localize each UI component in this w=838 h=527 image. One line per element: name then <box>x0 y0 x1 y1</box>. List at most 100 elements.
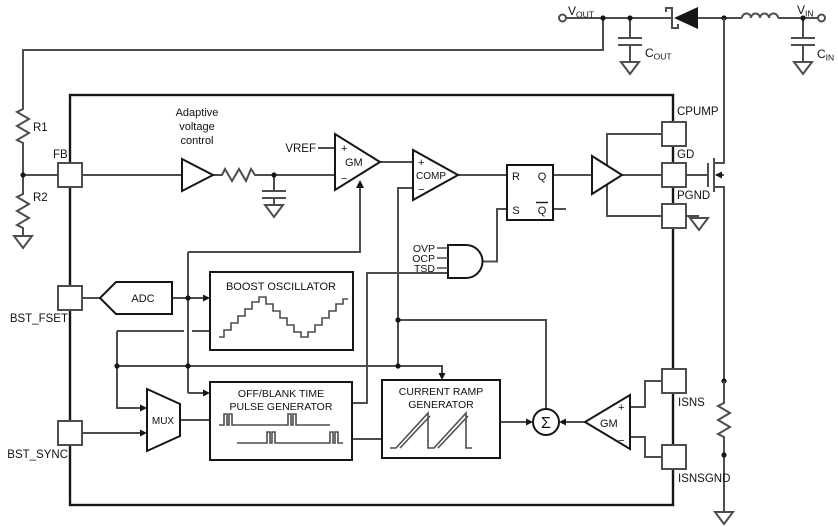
cpump-rail-wire <box>606 133 662 166</box>
divider-ground-icon <box>12 235 34 250</box>
bst-fset-pin <box>57 285 83 311</box>
cout-ground-icon <box>619 61 641 76</box>
arrow-into-pulse <box>203 389 210 397</box>
junction-dot <box>185 295 191 301</box>
mosfet-source-wire <box>714 174 725 381</box>
cin-ground-icon <box>792 61 814 76</box>
comp-minus: − <box>418 184 424 196</box>
filter-resistor-icon <box>218 166 258 184</box>
vin-terminal <box>817 13 826 23</box>
arrow-into-gm <box>356 180 364 188</box>
feedback-divider <box>12 104 58 250</box>
boost-oscillator-block <box>209 271 354 351</box>
pulse-label-1: OFF/BLANK TIME <box>238 388 324 400</box>
oscillator-label: BOOST OSCILLATOR <box>226 281 336 293</box>
junction-dot <box>721 452 727 458</box>
output-rail <box>22 7 826 104</box>
vout-label: VOUT <box>568 4 594 20</box>
buffer-amp-icon <box>181 157 216 193</box>
diode-icon <box>674 7 698 29</box>
pulse-label-2: PULSE GENERATOR <box>230 401 333 413</box>
junction-dot <box>800 15 806 21</box>
rs-latch <box>506 164 554 221</box>
cpump-pin-label: CPUMP <box>677 106 719 118</box>
ramp-label-1: CURRENT RAMP <box>399 386 483 398</box>
filter-ground-icon <box>263 204 285 219</box>
filter-capacitor-icon <box>262 175 286 205</box>
and-to-s-wire <box>483 208 507 263</box>
sum-out-wire <box>398 319 547 409</box>
isnsgnd-sense-wire <box>630 436 662 458</box>
gm2-plus: + <box>618 402 624 414</box>
sense-resistor-icon <box>715 400 732 440</box>
gm2-minus: − <box>618 435 624 447</box>
arrow-into-sum-left <box>526 418 533 426</box>
latch-r-label: R <box>512 171 520 183</box>
r2-label: R2 <box>33 192 48 204</box>
ocp-label: OCP <box>412 253 435 265</box>
comp-comparator-icon <box>412 148 461 202</box>
fb-pin <box>57 162 83 188</box>
feedback-wire <box>22 18 604 104</box>
gm2-label: GM <box>600 418 618 430</box>
junction-dot <box>600 15 606 21</box>
tsd-label: TSD <box>414 263 435 275</box>
r1-resistor-icon <box>14 104 31 147</box>
adaptive-label-3: control <box>180 135 213 147</box>
mux-block <box>146 387 181 453</box>
arrow-into-sum-right <box>559 418 566 426</box>
fb-pin-label: FB <box>53 149 68 161</box>
cout-capacitor-icon <box>618 18 642 62</box>
sigma-label: Σ <box>541 415 551 432</box>
gate-driver-icon <box>591 154 624 196</box>
cin-capacitor-icon <box>791 18 815 62</box>
junction-dot <box>395 317 401 323</box>
comp-minus-wire <box>397 187 413 366</box>
pgnd-pin <box>661 203 687 229</box>
and-input-stubs <box>437 247 448 269</box>
power-stage <box>686 18 735 526</box>
isnsgnd-pin <box>661 444 687 470</box>
cin-label: CIN <box>817 47 834 63</box>
ramp-waveform-echo <box>399 415 469 449</box>
gm1-minus: − <box>341 173 347 185</box>
staircase-waveform-icon <box>219 296 348 338</box>
isns-pin <box>661 368 687 394</box>
vin-label: VIN <box>797 3 814 19</box>
mux-label: MUX <box>152 416 175 427</box>
junction-dot <box>114 363 120 369</box>
and-gate-icon <box>447 244 484 279</box>
bst-sync-pin <box>57 420 83 446</box>
arrow-into-mux-a <box>140 404 147 412</box>
gm-sense-amp-icon <box>583 393 631 451</box>
junction-dot <box>185 363 191 369</box>
ramp-feed-wire <box>117 365 443 373</box>
internal-wires <box>82 133 662 458</box>
adaptive-label-1: Adaptive <box>176 107 219 119</box>
adc-label: ADC <box>131 293 154 305</box>
r2-resistor-icon <box>14 190 31 232</box>
ic-pins <box>57 121 710 470</box>
arrow-into-oscillator <box>203 294 210 302</box>
diode-cathode-bar <box>665 7 679 29</box>
junction-dot <box>271 172 277 178</box>
comp-label: COMP <box>416 171 446 182</box>
gm-error-amp-icon <box>334 132 382 192</box>
pgnd-ground-icon <box>688 217 710 232</box>
ramp-waveform-icon <box>390 410 472 449</box>
cpump-pin <box>661 121 687 147</box>
inductor-icon <box>741 12 779 19</box>
bst-sync-pin-label: BST_SYNC <box>7 449 68 461</box>
comp-plus: + <box>418 157 424 169</box>
mosfet-drain-wire <box>714 18 725 164</box>
latch-q-label: Q <box>538 171 547 183</box>
arrowheads <box>140 180 566 437</box>
adaptive-label-2: voltage <box>179 121 214 133</box>
pulse-waveform-top-icon <box>219 413 330 426</box>
mosfet-gate <box>686 163 709 187</box>
junction-dot <box>627 15 633 21</box>
isnsgnd-pin-label: ISNSGND <box>678 473 730 485</box>
adc-block <box>98 281 173 315</box>
gm1-label: GM <box>345 157 363 169</box>
pgnd-pin-label: PGND <box>677 190 710 202</box>
